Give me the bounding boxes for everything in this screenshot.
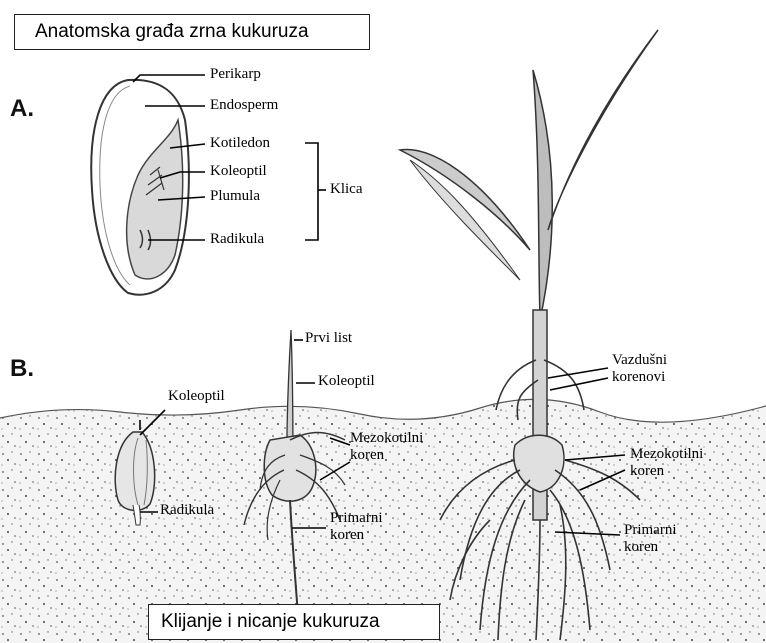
title-bottom: Klijanje i nicanje kukuruza bbox=[161, 611, 380, 633]
label-radikula-seedling1: Radikula bbox=[160, 502, 214, 519]
label-kotiledon: Kotiledon bbox=[210, 135, 270, 152]
title-box-top: Anatomska građa zrna kukuruza bbox=[14, 14, 370, 50]
label-vazdusni-korenovi: Vazdušni korenovi bbox=[612, 352, 667, 387]
label-primarni-koren-seedling2: Primarni koren bbox=[330, 510, 383, 545]
section-a-label: A. bbox=[10, 95, 34, 123]
label-mezokotilni-koren-seedling2: Mezokotilni koren bbox=[350, 430, 423, 465]
label-koleoptil-seedling2: Koleoptil bbox=[318, 373, 375, 390]
kernel-diagram bbox=[91, 80, 189, 295]
label-perikarp: Perikarp bbox=[210, 66, 261, 83]
section-b-label: B. bbox=[10, 355, 34, 383]
label-mezokotilni-koren-plant: Mezokotilni koren bbox=[630, 446, 703, 481]
title-top: Anatomska građa zrna kukuruza bbox=[35, 21, 309, 43]
title-box-bottom: Klijanje i nicanje kukuruza bbox=[148, 604, 440, 640]
label-plumula: Plumula bbox=[210, 188, 260, 205]
label-primarni-koren-plant: Primarni koren bbox=[624, 522, 677, 557]
label-klica: Klica bbox=[330, 181, 362, 198]
label-radikula-kernel: Radikula bbox=[210, 231, 264, 248]
label-koleoptil-kernel: Koleoptil bbox=[210, 163, 267, 180]
label-koleoptil-seedling1: Koleoptil bbox=[168, 388, 225, 405]
label-endosperm: Endosperm bbox=[210, 97, 278, 114]
label-prvi-list: Prvi list bbox=[305, 330, 352, 347]
